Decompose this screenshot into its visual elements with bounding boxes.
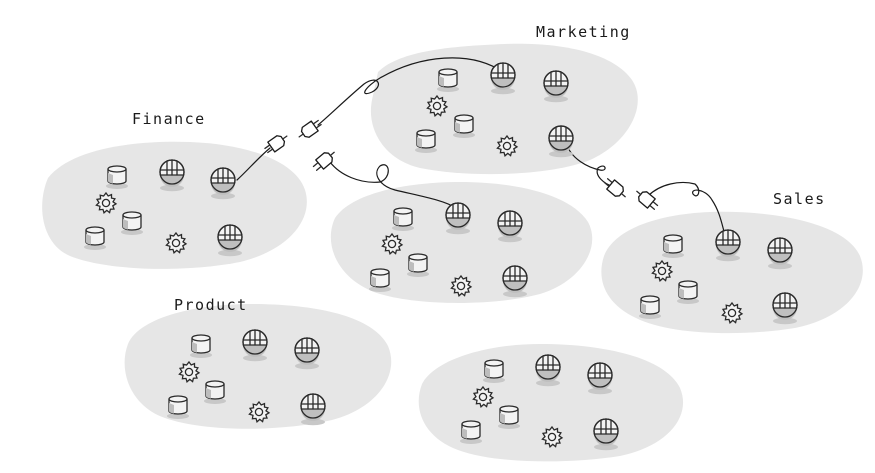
server-icon <box>210 167 236 200</box>
server-icon <box>543 70 569 103</box>
database-icon <box>482 359 506 384</box>
server-icon <box>217 224 243 257</box>
server-icon <box>593 418 619 451</box>
server-icon <box>767 237 793 270</box>
database-icon <box>452 114 476 139</box>
connection-marketing-finance <box>236 57 504 181</box>
database-icon <box>83 226 107 251</box>
database-icon <box>105 165 129 190</box>
server-icon <box>772 292 798 325</box>
server-icon <box>300 393 326 426</box>
database-icon <box>203 380 227 405</box>
server-icon <box>502 265 528 298</box>
label-sales: Sales <box>773 190 826 208</box>
database-icon <box>166 395 190 420</box>
plug-icon <box>601 175 630 202</box>
database-icon <box>391 207 415 232</box>
plug-icon <box>295 116 324 143</box>
label-product: Product <box>174 296 248 314</box>
database-icon <box>406 253 430 278</box>
label-finance: Finance <box>132 110 206 128</box>
plug-icon <box>310 147 339 174</box>
database-icon <box>414 129 438 154</box>
database-icon <box>120 211 144 236</box>
database-icon <box>676 280 700 305</box>
server-icon <box>535 354 561 387</box>
server-icon <box>159 159 185 192</box>
database-icon <box>368 268 392 293</box>
database-icon <box>638 295 662 320</box>
group-product <box>124 304 392 429</box>
database-icon <box>436 68 460 93</box>
server-icon <box>445 202 471 235</box>
server-icon <box>242 329 268 362</box>
database-icon <box>497 405 521 430</box>
server-icon <box>715 229 741 262</box>
database-icon <box>661 234 685 259</box>
database-icon <box>189 334 213 359</box>
server-icon <box>497 210 523 243</box>
plug-icon <box>262 130 291 157</box>
server-icon <box>294 337 320 370</box>
connection-center <box>310 147 457 209</box>
label-marketing: Marketing <box>536 23 631 41</box>
connection-marketing-sales <box>564 139 726 236</box>
server-icon <box>490 62 516 95</box>
server-icon <box>548 125 574 158</box>
server-icon <box>587 362 613 395</box>
database-icon <box>459 420 483 445</box>
